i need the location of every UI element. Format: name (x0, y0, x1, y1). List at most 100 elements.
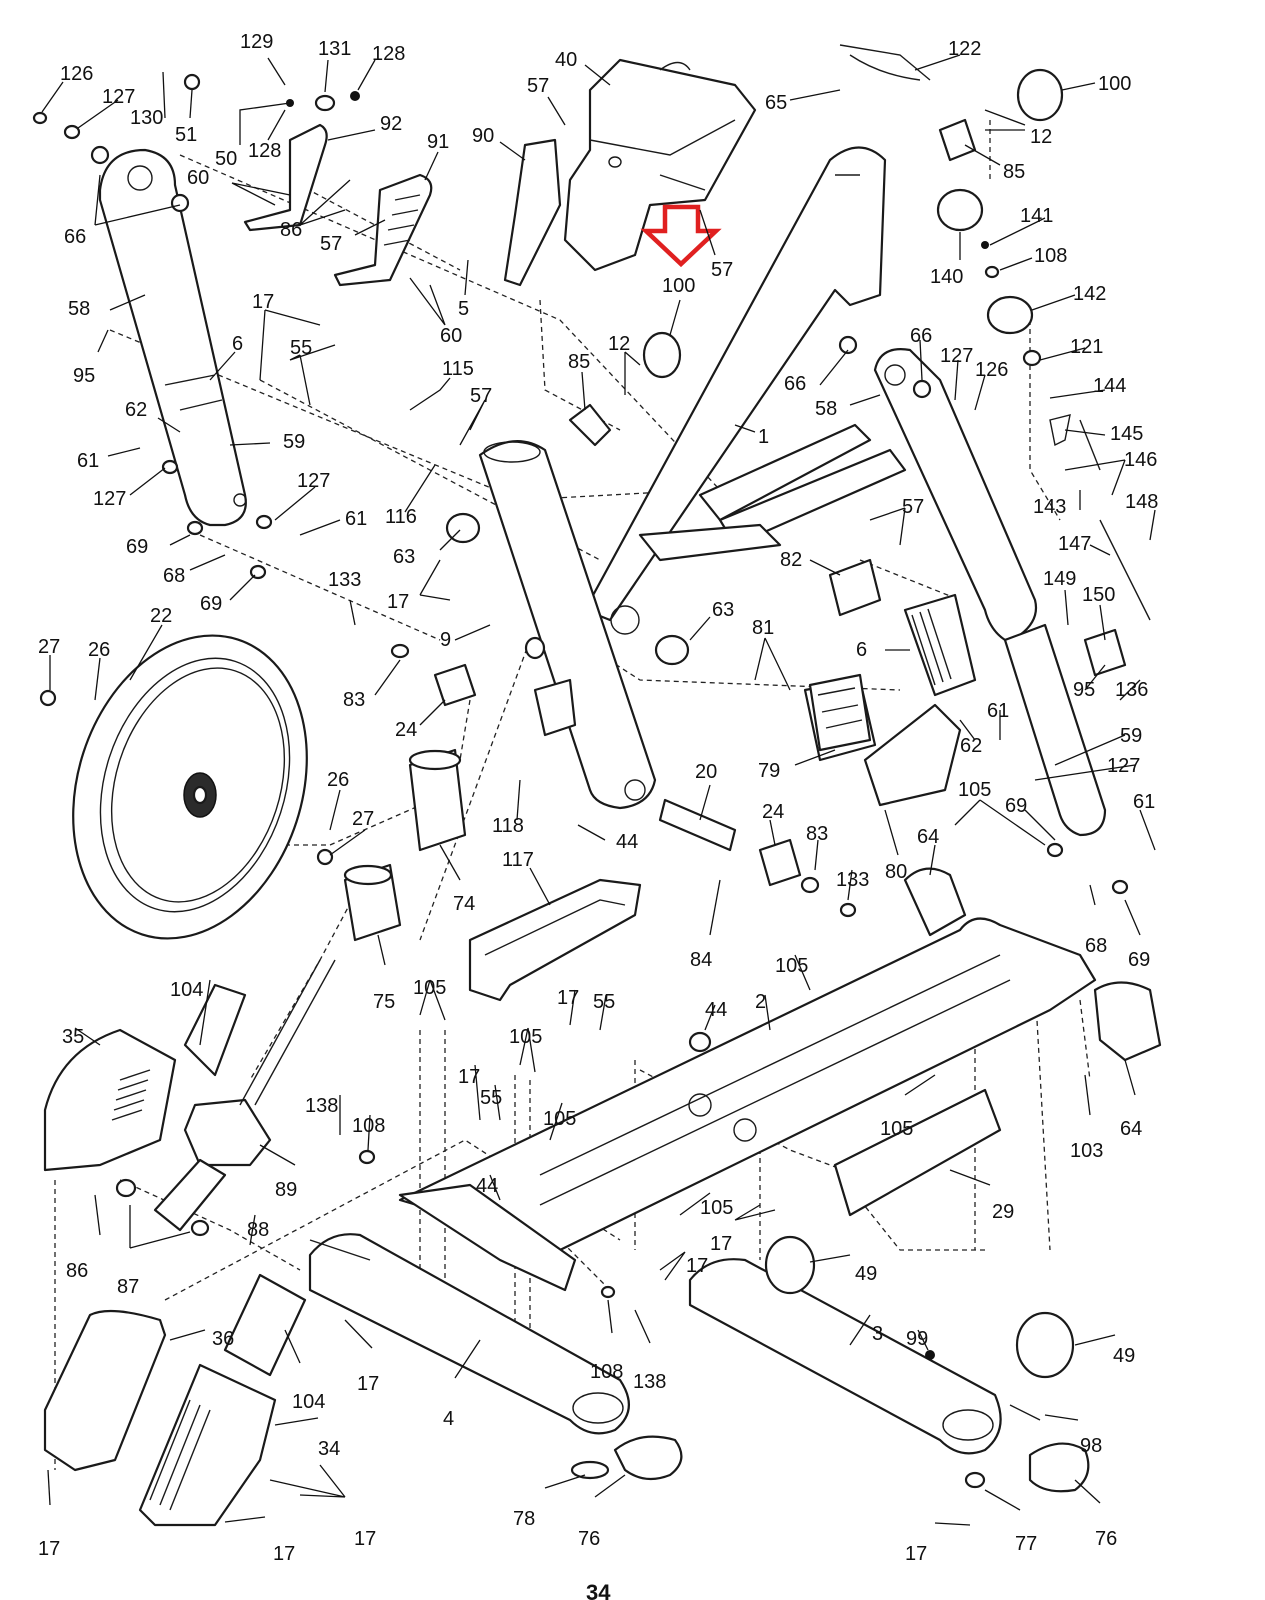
part-label: 131 (318, 38, 351, 60)
part-label: 133 (836, 869, 869, 891)
part-label: 61 (1133, 791, 1155, 813)
part-label: 44 (476, 1175, 498, 1197)
part-label: 140 (930, 266, 963, 288)
part-label: 27 (352, 808, 374, 830)
part-label: 100 (1098, 73, 1131, 95)
part-label: 65 (765, 92, 787, 114)
part-label: 17 (905, 1543, 927, 1565)
part-label: 57 (902, 496, 924, 518)
part-label: 2 (755, 991, 766, 1013)
part-label: 95 (73, 365, 95, 387)
part-label: 1 (758, 426, 769, 448)
part-label: 58 (815, 398, 837, 420)
part-label: 26 (88, 639, 110, 661)
part-label: 92 (380, 113, 402, 135)
part-label: 69 (126, 536, 148, 558)
control-board (808, 673, 872, 752)
part-label: 35 (62, 1026, 84, 1048)
part-label: 59 (283, 431, 305, 453)
part-label: 86 (66, 1260, 88, 1282)
part-label: 127 (93, 488, 126, 510)
part-label: 44 (616, 831, 638, 853)
part-label: 147 (1058, 533, 1091, 555)
part-label: 76 (578, 1528, 600, 1550)
part-label: 143 (1033, 496, 1066, 518)
part-label: 130 (130, 107, 163, 129)
part-label: 81 (752, 617, 774, 639)
part-label: 84 (690, 949, 712, 971)
part-label: 127 (1107, 755, 1140, 777)
part-label: 57 (527, 75, 549, 97)
part-label: 55 (593, 991, 615, 1013)
part-label: 77 (1015, 1533, 1037, 1555)
leader-lines (41, 54, 1156, 1526)
part-label: 104 (292, 1391, 325, 1413)
part-label: 24 (395, 719, 417, 741)
part-label: 63 (712, 599, 734, 621)
left-stabilizer (308, 1233, 683, 1481)
part-label: 57 (470, 385, 492, 407)
part-label: 142 (1073, 283, 1106, 305)
callout-arrow-icon (640, 204, 722, 268)
part-label: 6 (856, 639, 867, 661)
part-labels: 126 127 130 129 131 128 51 50 128 92 91 … (38, 31, 1158, 1565)
part-label: 44 (705, 999, 727, 1021)
part-label: 90 (472, 125, 494, 147)
part-label: 128 (372, 43, 405, 65)
part-label: 17 (710, 1233, 732, 1255)
part-label: 60 (187, 167, 209, 189)
part-label: 83 (343, 689, 365, 711)
part-label: 79 (758, 760, 780, 782)
part-label: 105 (543, 1108, 576, 1130)
part-label: 17 (273, 1543, 295, 1565)
part-label: 61 (345, 508, 367, 530)
part-label: 116 (385, 506, 417, 528)
part-label: 40 (555, 49, 577, 71)
part-label: 105 (700, 1197, 733, 1219)
part-label: 141 (1020, 205, 1053, 227)
part-label: 108 (590, 1361, 623, 1383)
part-label: 57 (320, 233, 342, 255)
part-label: 105 (880, 1118, 913, 1140)
part-label: 126 (975, 359, 1008, 381)
part-label: 83 (806, 823, 828, 845)
part-label: 62 (125, 399, 147, 421)
grip-assemblies (243, 123, 562, 287)
part-label: 58 (68, 298, 90, 320)
part-label: 76 (1095, 1528, 1117, 1550)
page-number: 34 (586, 1580, 611, 1600)
part-label: 64 (917, 826, 939, 848)
part-label: 117 (502, 849, 534, 871)
part-label: 9 (440, 629, 451, 651)
part-label: 127 (940, 345, 973, 367)
part-label: 80 (885, 861, 907, 883)
part-label: 17 (38, 1538, 60, 1560)
part-label: 50 (215, 148, 237, 170)
part-label: 17 (458, 1066, 480, 1088)
part-label: 126 (60, 63, 93, 85)
main-frame (478, 146, 907, 810)
part-label: 150 (1082, 584, 1115, 606)
left-lower-covers (43, 1273, 307, 1527)
part-label: 66 (784, 373, 806, 395)
part-label: 69 (1005, 795, 1027, 817)
flywheel (72, 634, 308, 940)
part-label: 127 (102, 86, 135, 108)
part-label: 87 (117, 1276, 139, 1298)
part-label: 122 (948, 38, 981, 60)
part-label: 75 (373, 991, 395, 1013)
console-shroud (563, 58, 757, 272)
part-label: 68 (1085, 935, 1107, 957)
right-stabilizer (688, 981, 1162, 1493)
base-frame (398, 867, 1097, 1292)
part-label: 146 (1124, 449, 1157, 471)
part-label: 20 (695, 761, 717, 783)
part-label: 85 (1003, 161, 1025, 183)
part-label: 104 (170, 979, 203, 1001)
part-label: 17 (387, 591, 409, 613)
part-label: 99 (906, 1328, 928, 1350)
part-label: 86 (280, 219, 302, 241)
part-label: 66 (64, 226, 86, 248)
part-label: 27 (38, 636, 60, 658)
part-label: 12 (1030, 126, 1052, 148)
